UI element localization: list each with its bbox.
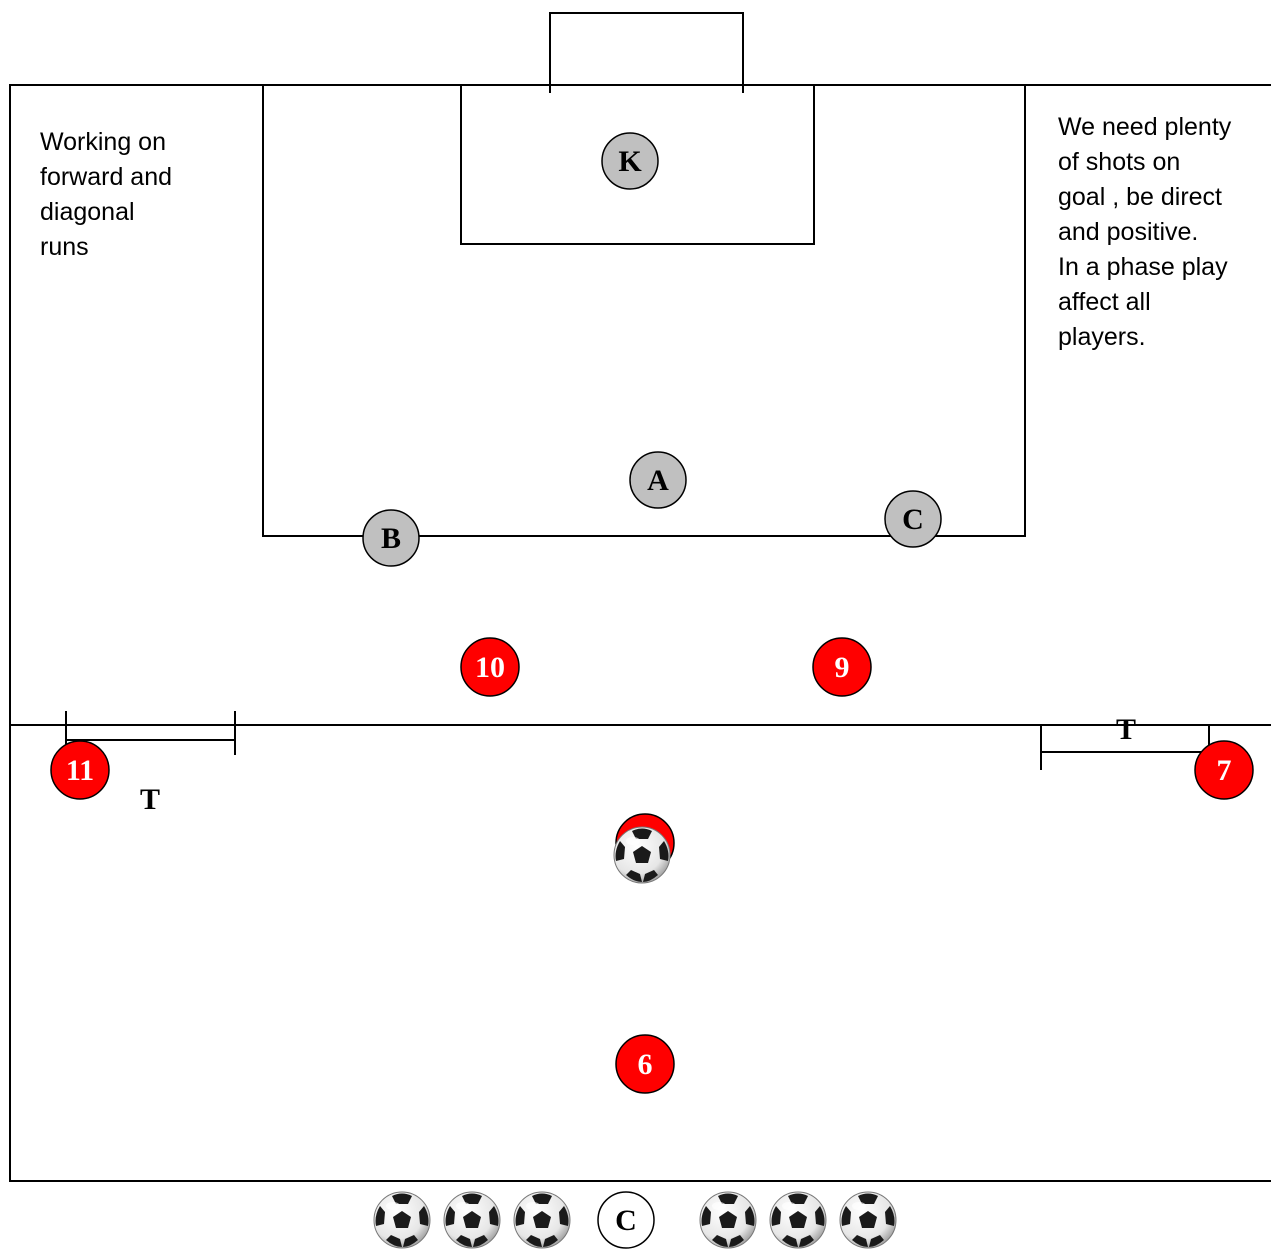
coaching-note-right: We need plenty of shots on goal , be dir…: [1058, 113, 1232, 351]
soccer-ball-icon: [443, 1191, 501, 1249]
defender-label: C: [902, 503, 924, 536]
attacker-marker-11: 11: [50, 740, 110, 800]
coach-marker: C: [597, 1191, 655, 1249]
coaching-note-left: Working on forward and diagonal runs: [40, 128, 173, 261]
defender-marker-keeper: K: [601, 132, 659, 190]
attacker-marker-7: 7: [1194, 740, 1254, 800]
defender-marker-b: B: [362, 509, 420, 567]
soccer-ball-icon: [769, 1191, 827, 1249]
soccer-ball-icon: [839, 1191, 897, 1249]
attacker-label: 10: [475, 651, 505, 684]
soccer-ball-icon: [613, 826, 671, 884]
attacker-marker-6: 6: [615, 1034, 675, 1094]
defender-label: K: [618, 145, 642, 178]
attacker-label: 7: [1217, 754, 1232, 787]
target-label: T: [140, 783, 160, 816]
target-label: T: [1116, 713, 1136, 746]
defender-marker-a: A: [629, 451, 687, 509]
defender-marker-c: C: [884, 490, 942, 548]
defender-label: B: [381, 522, 401, 555]
pitch-outline: [9, 84, 1271, 1182]
attacker-label: 11: [66, 754, 94, 787]
attacker-marker-9: 9: [812, 637, 872, 697]
attacker-label: 6: [638, 1048, 653, 1081]
soccer-ball-icon: [373, 1191, 431, 1249]
soccer-ball-icon: [699, 1191, 757, 1249]
attacker-marker-10: 10: [460, 637, 520, 697]
coach-label: C: [615, 1204, 637, 1237]
penalty-area: [262, 85, 1026, 537]
attacker-label: 9: [835, 651, 850, 684]
soccer-ball-icon: [513, 1191, 571, 1249]
goal: [549, 12, 744, 93]
six-yard-box: [460, 85, 815, 245]
defender-label: A: [647, 464, 669, 497]
